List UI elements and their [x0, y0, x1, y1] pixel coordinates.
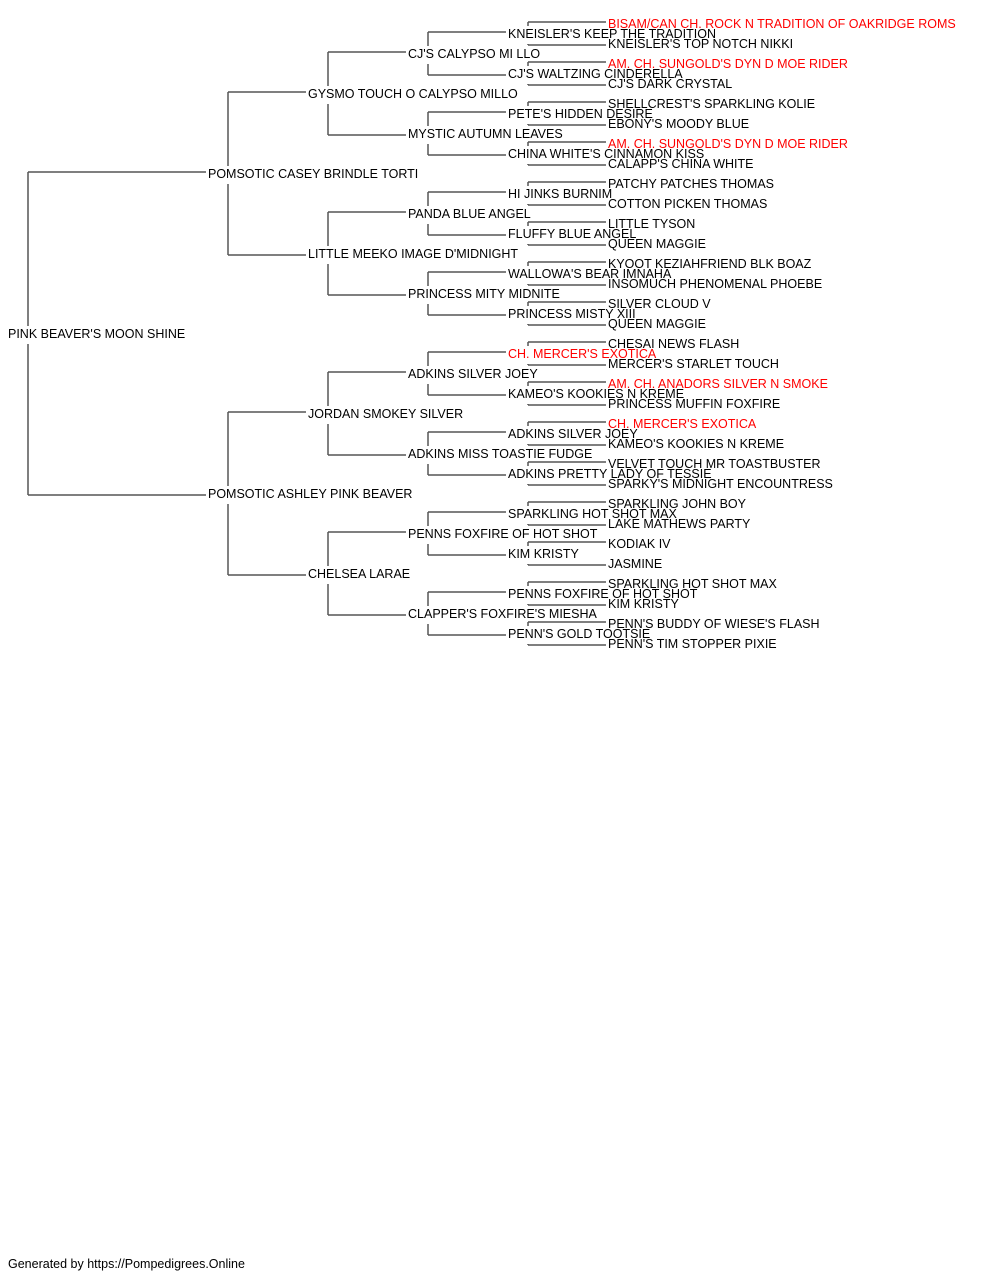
ancestor-name: LITTLE MEEKO IMAGE D'MIDNIGHT — [308, 247, 518, 261]
ancestor-name: PENNS FOXFIRE OF HOT SHOT — [408, 527, 598, 541]
ancestor-name: SPARKLING HOT SHOT MAX — [608, 577, 777, 591]
ancestor-name: FLUFFY BLUE ANGEL — [508, 227, 636, 241]
ancestor-name: JASMINE — [608, 557, 662, 571]
ancestor-name: GYSMO TOUCH O CALYPSO MILLO — [308, 87, 518, 101]
ancestor-name: PENNS FOXFIRE OF HOT SHOT — [508, 587, 698, 601]
ancestor-name: ADKINS SILVER JOEY — [508, 427, 638, 441]
ancestor-name: PETE'S HIDDEN DESIRE — [508, 107, 653, 121]
ancestor-name: VELVET TOUCH MR TOASTBUSTER — [608, 457, 821, 471]
ancestor-name: WALLOWA'S BEAR IMNAHA — [508, 267, 672, 281]
ancestor-name: PINK BEAVER'S MOON SHINE — [8, 327, 185, 341]
ancestor-name: PRINCESS MUFFIN FOXFIRE — [608, 397, 780, 411]
ancestor-name: KNEISLER'S TOP NOTCH NIKKI — [608, 37, 793, 51]
pedigree-connector-lines — [27, 21, 606, 646]
footer-credit: Generated by https://Pompedigrees.Online — [8, 1257, 245, 1271]
ancestor-name: PRINCESS MISTY XIII — [508, 307, 636, 321]
ancestor-name: POMSOTIC ASHLEY PINK BEAVER — [208, 487, 412, 501]
ancestor-name: ADKINS MISS TOASTIE FUDGE — [408, 447, 592, 461]
ancestor-name: SILVER CLOUD V — [608, 297, 711, 311]
ancestor-name: ADKINS PRETTY LADY OF TESSIE — [508, 467, 712, 481]
ancestor-name: PENN'S TIM STOPPER PIXIE — [608, 637, 777, 651]
ancestor-name: LAKE MATHEWS PARTY — [608, 517, 751, 531]
ancestor-name: PRINCESS MITY MIDNITE — [408, 287, 560, 301]
ancestor-name: JORDAN SMOKEY SILVER — [308, 407, 463, 421]
ancestor-name: SHELLCREST'S SPARKLING KOLIE — [608, 97, 815, 111]
ancestor-name: CJ'S CALYPSO MI LLO — [408, 47, 540, 61]
ancestor-name: EBONY'S MOODY BLUE — [608, 117, 749, 131]
ancestor-name: CHESAI NEWS FLASH — [608, 337, 739, 351]
ancestor-name: PATCHY PATCHES THOMAS — [608, 177, 774, 191]
ancestor-name: HI JINKS BURNIM — [508, 187, 612, 201]
ancestor-name: CALAPP'S CHINA WHITE — [608, 157, 753, 171]
ancestor-name: PENN'S GOLD TOOTSIE — [508, 627, 650, 641]
champion-name: AM. CH. SUNGOLD'S DYN D MOE RIDER — [608, 137, 848, 151]
champion-name: AM. CH. ANADORS SILVER N SMOKE — [608, 377, 828, 391]
ancestor-name: QUEEN MAGGIE — [608, 317, 706, 331]
ancestor-name: MYSTIC AUTUMN LEAVES — [408, 127, 563, 141]
pedigree-names: PINK BEAVER'S MOON SHINE POMSOTIC CASEY B… — [8, 17, 956, 651]
ancestor-name: KAMEO'S KOOKIES N KREME — [608, 437, 784, 451]
champion-name: AM. CH. SUNGOLD'S DYN D MOE RIDER — [608, 57, 848, 71]
ancestor-name: CHINA WHITE'S CINNAMON KISS — [508, 147, 704, 161]
ancestor-name: PANDA BLUE ANGEL — [408, 207, 531, 221]
champion-name: CH. MERCER'S EXOTICA — [608, 417, 757, 431]
ancestor-name: SPARKY'S MIDNIGHT ENCOUNTRESS — [608, 477, 833, 491]
champion-name: CH. MERCER'S EXOTICA — [508, 347, 657, 361]
ancestor-name: CJ'S WALTZING CINDERELLA — [508, 67, 683, 81]
ancestor-name: KIM KRISTY — [508, 547, 580, 561]
ancestor-name: KAMEO'S KOOKIES N KREME — [508, 387, 684, 401]
ancestor-name: KYOOT KEZIAHFRIEND BLK BOAZ — [608, 257, 812, 271]
ancestor-name: CHELSEA LARAE — [308, 567, 410, 581]
ancestor-name: KNEISLER'S KEEP THE TRADITION — [508, 27, 716, 41]
ancestor-name: ADKINS SILVER JOEY — [408, 367, 538, 381]
ancestor-name: CJ'S DARK CRYSTAL — [608, 77, 732, 91]
ancestor-name: COTTON PICKEN THOMAS — [608, 197, 767, 211]
ancestor-name: INSOMUCH PHENOMENAL PHOEBE — [608, 277, 822, 291]
ancestor-name: LITTLE TYSON — [608, 217, 695, 231]
champion-name: BISAM/CAN CH. ROCK N TRADITION OF OAKRID… — [608, 17, 956, 31]
ancestor-name: KIM KRISTY — [608, 597, 680, 611]
ancestor-name: KODIAK IV — [608, 537, 671, 551]
ancestor-name: SPARKLING JOHN BOY — [608, 497, 747, 511]
ancestor-name: SPARKLING HOT SHOT MAX — [508, 507, 677, 521]
ancestor-name: PENN'S BUDDY OF WIESE'S FLASH — [608, 617, 820, 631]
ancestor-name: POMSOTIC CASEY BRINDLE TORTI — [208, 167, 418, 181]
ancestor-name: CLAPPER'S FOXFIRE'S MIESHA — [408, 607, 598, 621]
ancestor-name: QUEEN MAGGIE — [608, 237, 706, 251]
ancestor-name: MERCER'S STARLET TOUCH — [608, 357, 779, 371]
